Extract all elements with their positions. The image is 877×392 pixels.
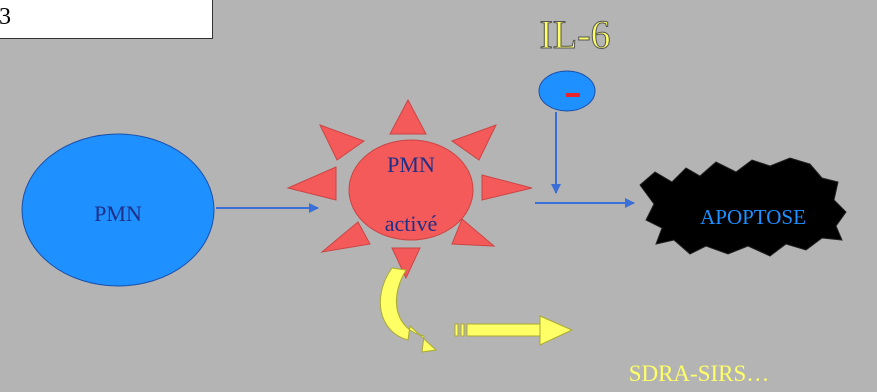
pmn-label: PMN	[94, 201, 142, 226]
pmn-active-label-line1: PMN	[387, 152, 435, 177]
apoptose-blob	[639, 157, 847, 257]
activation-rays	[286, 98, 533, 280]
ray-top	[389, 98, 427, 135]
ray-left	[286, 166, 337, 201]
pmn-active-label-line2: activé	[385, 211, 438, 236]
apoptose-label: APOPTOSE	[700, 205, 806, 229]
ray-top-left	[319, 124, 366, 161]
yellow-curved-arrow	[379, 267, 438, 353]
slide-number: 3	[0, 4, 11, 30]
pmn-node	[21, 133, 215, 287]
yellow-straight-arrow	[454, 315, 574, 346]
il6-label: IL-6	[539, 12, 610, 57]
ray-bottom-right	[451, 218, 496, 247]
slide-number-box: 3	[0, 0, 213, 39]
il6-inhibitor-ellipse	[538, 70, 596, 112]
ray-right	[481, 174, 533, 201]
ray-top-right	[450, 124, 497, 161]
ray-bottom	[391, 247, 421, 280]
outcome-label: SDRA-SIRS…	[629, 361, 770, 386]
pmn-active-node	[348, 139, 474, 241]
minus-icon	[566, 93, 580, 97]
ray-bottom-left	[320, 221, 371, 253]
